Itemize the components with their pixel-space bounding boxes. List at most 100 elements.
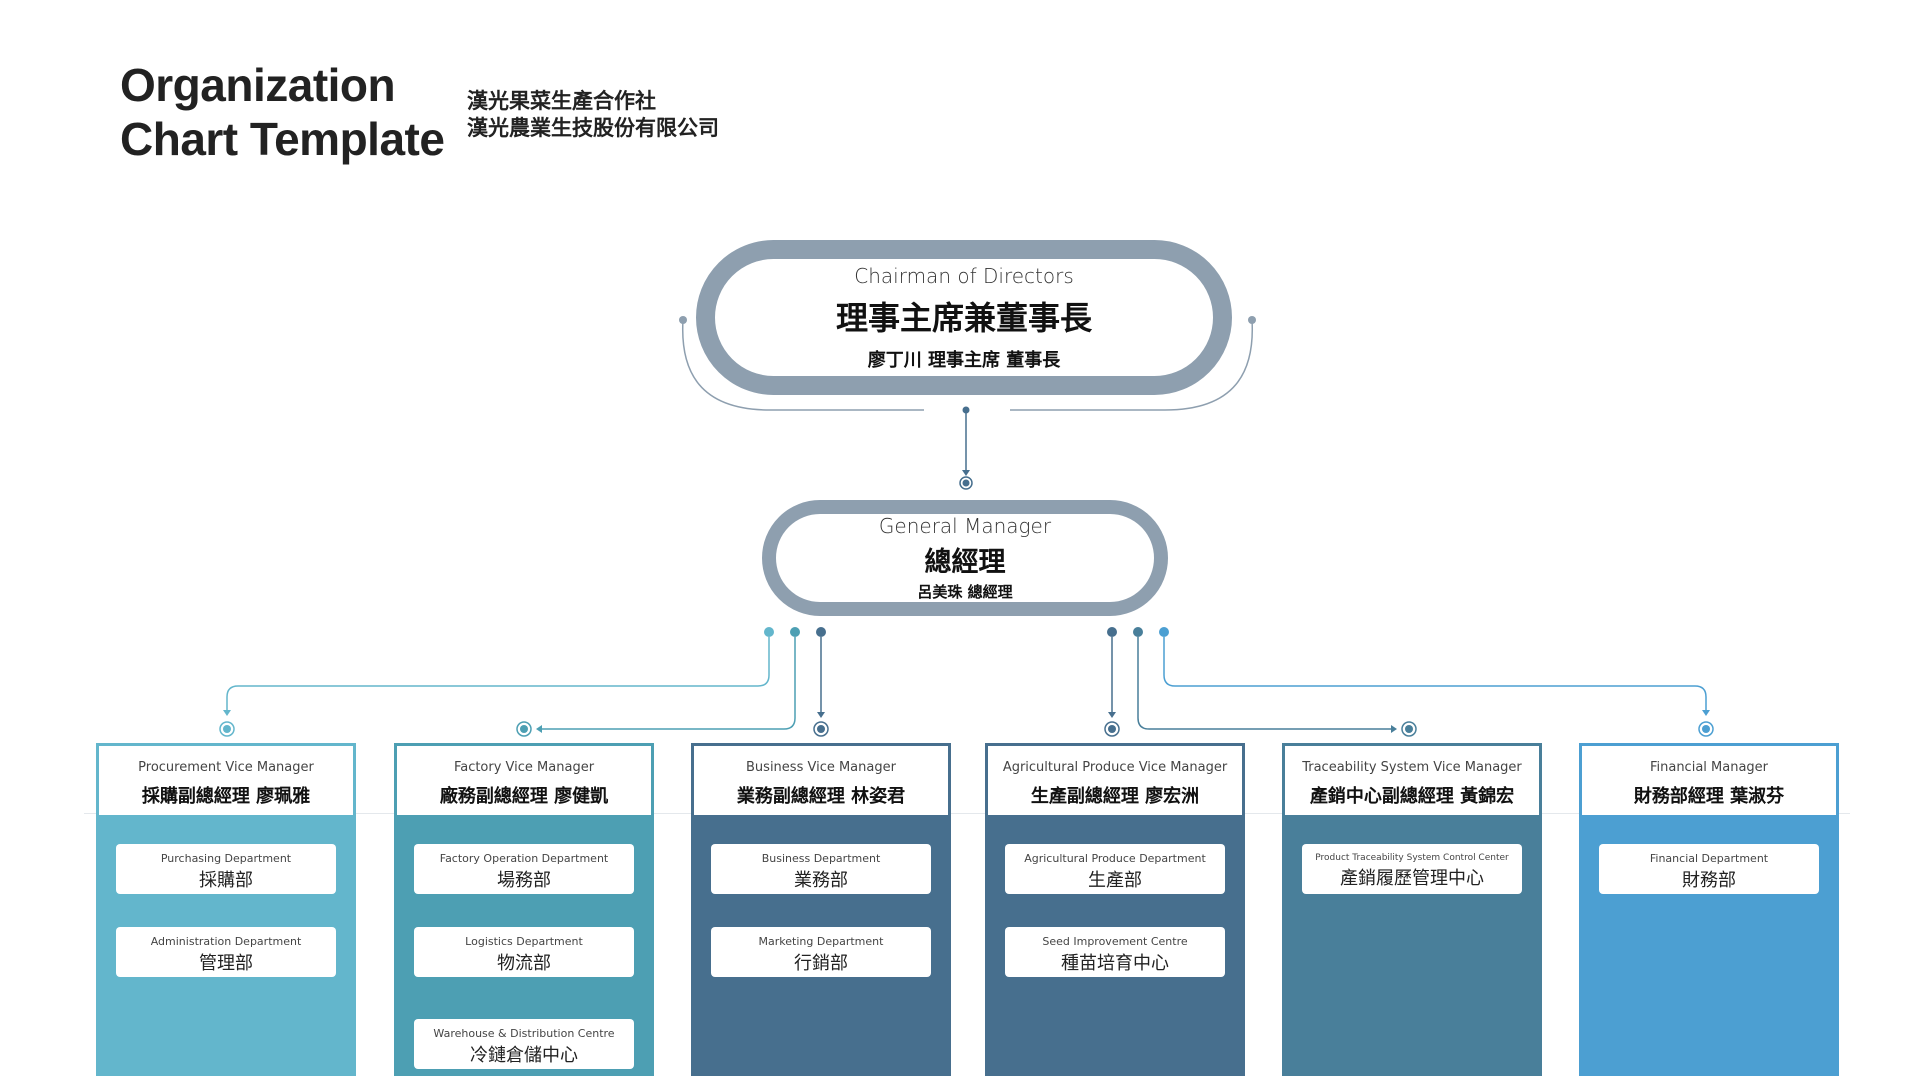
title-line-1: Organization bbox=[120, 59, 396, 111]
chairman-title-en: Chairman of Directors bbox=[854, 263, 1074, 288]
division-body: Product Traceability System Control Cent… bbox=[1282, 815, 1542, 1076]
traceability-node bbox=[1405, 725, 1413, 733]
division-manager: 產銷中心副總經理 黃錦宏 bbox=[1309, 786, 1515, 807]
page-title: Organization Chart Template bbox=[120, 58, 445, 166]
department-name-en: Administration Department bbox=[150, 935, 302, 948]
department-name-zh: 行銷部 bbox=[794, 953, 848, 974]
financial-division: Financial Manager 財務部經理 葉淑芬 Financial De… bbox=[1579, 743, 1839, 1076]
department-name-en: Purchasing Department bbox=[160, 852, 292, 865]
department-name-en: Logistics Department bbox=[465, 935, 583, 948]
title-line-2: Chart Template bbox=[120, 113, 445, 165]
business-node bbox=[817, 725, 825, 733]
agricultural-division: Agricultural Produce Vice Manager 生產副總經理… bbox=[985, 743, 1245, 1076]
division-manager: 生產副總經理 廖宏洲 bbox=[1030, 786, 1200, 807]
division-manager: 財務部經理 葉淑芬 bbox=[1633, 786, 1785, 807]
gm-top-node bbox=[962, 479, 970, 487]
line-to-factory bbox=[540, 637, 796, 730]
traceability-division: Traceability System Vice Manager 產銷中心副總經… bbox=[1282, 743, 1542, 1076]
department-card: Seed Improvement Centre 種苗培育中心 bbox=[1005, 927, 1225, 977]
department-name-zh: 冷鏈倉儲中心 bbox=[470, 1045, 578, 1066]
department-card: Product Traceability System Control Cent… bbox=[1302, 844, 1522, 894]
department-name-zh: 場務部 bbox=[497, 870, 551, 891]
department-card: Marketing Department 行銷部 bbox=[711, 927, 931, 977]
division-role: Financial Manager bbox=[1649, 760, 1769, 775]
department-name-zh: 業務部 bbox=[794, 870, 848, 891]
department-card: Administration Department 管理部 bbox=[116, 927, 336, 977]
factory-node bbox=[520, 725, 528, 733]
arrow-to-business bbox=[817, 712, 825, 718]
division-body: Financial Department 財務部 bbox=[1579, 815, 1839, 1076]
org-name-1: 漢光果菜生產合作社 bbox=[467, 89, 656, 113]
chairman-to-gm-arrow bbox=[962, 470, 970, 476]
arrow-to-agricultural bbox=[1108, 712, 1116, 718]
gm-dot-3 bbox=[816, 627, 826, 637]
division-manager: 廠務副總經理 廖健凱 bbox=[439, 786, 609, 807]
department-name-en: Business Department bbox=[761, 852, 881, 865]
gm-dot-6 bbox=[1159, 627, 1169, 637]
department-name-zh: 物流部 bbox=[497, 953, 551, 974]
arrow-to-traceability bbox=[1391, 725, 1397, 733]
division-role: Business Vice Manager bbox=[746, 760, 896, 775]
chairman-title-zh: 理事主席兼董事長 bbox=[835, 298, 1092, 337]
business-division: Business Vice Manager 業務副總經理 林姿君 Busines… bbox=[691, 743, 951, 1076]
department-name-en: Financial Department bbox=[1649, 852, 1769, 865]
division-body: Purchasing Department 採購部 Administration… bbox=[96, 815, 356, 1076]
department-name-en: Marketing Department bbox=[758, 935, 884, 948]
chairman-arc-left bbox=[681, 319, 924, 411]
division-role: Procurement Vice Manager bbox=[138, 760, 314, 775]
department-name-en: Seed Improvement Centre bbox=[1042, 935, 1188, 948]
department-card: Business Department 業務部 bbox=[711, 844, 931, 894]
chairman-box: Chairman of Directors 理事主席兼董事長 廖丁川 理事主席 … bbox=[696, 240, 1232, 395]
department-name-zh: 種苗培育中心 bbox=[1061, 953, 1169, 974]
gm-dot-5 bbox=[1133, 627, 1143, 637]
chairman-arc-right bbox=[1010, 319, 1254, 411]
department-card: Factory Operation Department 場務部 bbox=[414, 844, 634, 894]
gm-dot-4 bbox=[1107, 627, 1117, 637]
procurement-division: Procurement Vice Manager 採購副總經理 廖珮雅 Purc… bbox=[96, 743, 356, 1076]
gm-title-zh: 總經理 bbox=[924, 547, 1006, 578]
general-manager-box: General Manager 總經理 呂美珠 總經理 bbox=[762, 500, 1168, 616]
department-name-en: Factory Operation Department bbox=[439, 852, 609, 865]
org-name-2: 漢光農業生技股份有限公司 bbox=[467, 116, 719, 140]
gm-dot-1 bbox=[764, 627, 774, 637]
gm-title-en: General Manager bbox=[878, 514, 1052, 538]
division-role: Traceability System Vice Manager bbox=[1302, 760, 1522, 775]
department-name-zh: 生產部 bbox=[1088, 870, 1142, 891]
financial-node bbox=[1702, 725, 1710, 733]
division-role: Agricultural Produce Vice Manager bbox=[1002, 760, 1228, 775]
factory-division: Factory Vice Manager 廠務副總經理 廖健凱 Factory … bbox=[394, 743, 654, 1076]
arrow-to-factory bbox=[536, 725, 542, 733]
line-to-procurement bbox=[226, 637, 770, 712]
division-manager: 採購副總經理 廖珮雅 bbox=[141, 786, 311, 807]
gm-name: 呂美珠 總經理 bbox=[917, 583, 1013, 601]
division-header: Business Vice Manager 業務副總經理 林姿君 bbox=[691, 743, 951, 815]
department-name-zh: 產銷履歷管理中心 bbox=[1340, 868, 1484, 889]
gm-dot-2 bbox=[790, 627, 800, 637]
arrow-to-financial bbox=[1702, 710, 1710, 716]
department-card: Agricultural Produce Department 生產部 bbox=[1005, 844, 1225, 894]
agricultural-node bbox=[1108, 725, 1116, 733]
division-header: Procurement Vice Manager 採購副總經理 廖珮雅 bbox=[96, 743, 356, 815]
chairman-arc-right-dot bbox=[1248, 316, 1256, 324]
division-body: Business Department 業務部 Marketing Depart… bbox=[691, 815, 951, 1076]
division-role: Factory Vice Manager bbox=[453, 760, 595, 775]
department-name-zh: 財務部 bbox=[1682, 870, 1736, 891]
department-card: Logistics Department 物流部 bbox=[414, 927, 634, 977]
division-header: Agricultural Produce Vice Manager 生產副總經理… bbox=[985, 743, 1245, 815]
chairman-name: 廖丁川 理事主席 董事長 bbox=[867, 349, 1061, 371]
department-name-en: Warehouse & Distribution Centre bbox=[433, 1027, 615, 1040]
department-name-en: Product Traceability System Control Cent… bbox=[1315, 853, 1509, 863]
department-card: Financial Department 財務部 bbox=[1599, 844, 1819, 894]
division-body: Factory Operation Department 場務部 Logisti… bbox=[394, 815, 654, 1076]
arrow-to-procurement bbox=[223, 710, 231, 716]
division-header: Traceability System Vice Manager 產銷中心副總經… bbox=[1282, 743, 1542, 815]
header-separator bbox=[84, 813, 1850, 814]
department-name-zh: 採購部 bbox=[199, 870, 253, 891]
line-to-financial bbox=[1163, 637, 1707, 712]
division-body: Agricultural Produce Department 生產部 Seed… bbox=[985, 815, 1245, 1076]
department-card: Purchasing Department 採購部 bbox=[116, 844, 336, 894]
procurement-node bbox=[223, 725, 231, 733]
division-manager: 業務副總經理 林姿君 bbox=[736, 786, 906, 807]
division-header: Factory Vice Manager 廠務副總經理 廖健凱 bbox=[394, 743, 654, 815]
